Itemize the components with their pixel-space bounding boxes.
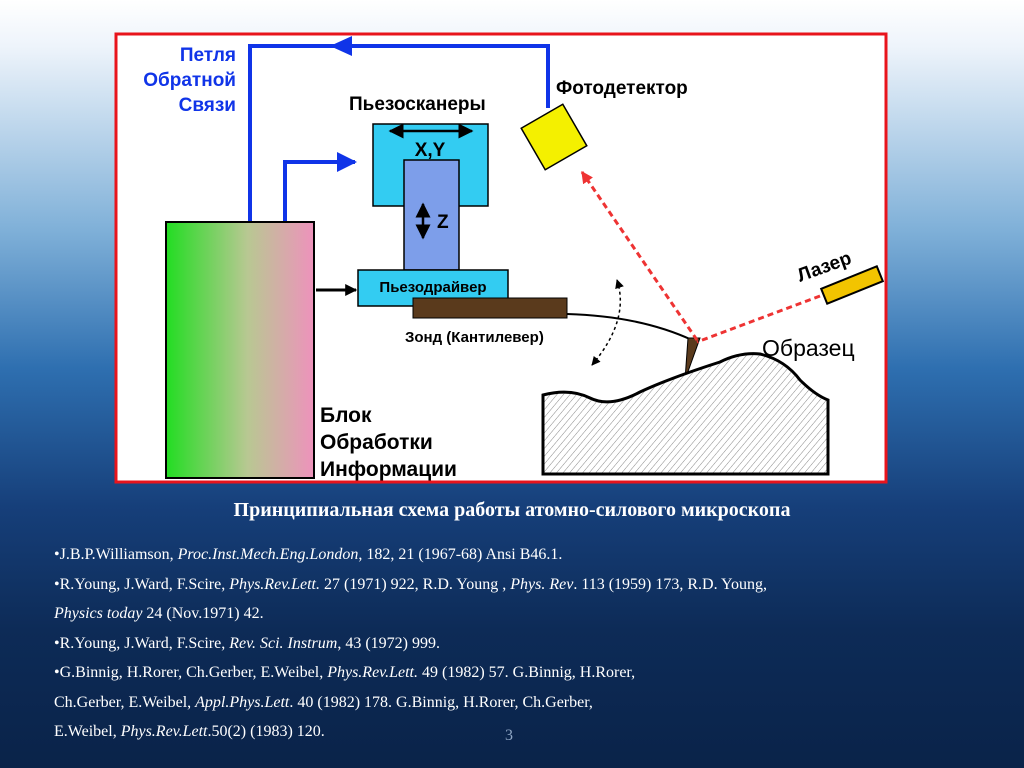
feedback-loop-outer-arrow	[248, 44, 550, 222]
reference-line: Ch.Gerber, E.Weibel, Appl.Phys.Lett. 40 …	[54, 688, 994, 718]
cantilever-beam	[566, 313, 693, 341]
reference-journal: Phys.Rev.Lett.	[327, 664, 418, 681]
bending-indicator	[591, 279, 624, 366]
reference-journal: Rev. Sci. Instrum	[229, 634, 338, 652]
reference-line: Physics today 24 (Nov.1971) 42.	[54, 599, 994, 629]
reference-journal: Physics today	[54, 605, 143, 622]
piezodriver-label: Пьезодрайвер	[379, 279, 486, 296]
reference-text: . 113 (1959) 173, R.D. Young,	[573, 575, 767, 593]
z-label: Z	[437, 212, 449, 233]
reference-text: .50(2) (1983) 120.	[207, 723, 325, 740]
feedback-loop-label-3: Связи	[179, 95, 236, 116]
processing-unit-label-1: Блок	[320, 404, 372, 427]
feedback-loop-label-1: Петля	[180, 45, 236, 66]
sample-label: Образец	[762, 335, 855, 361]
reference-journal: Proc.Inst.Mech.Eng.London	[177, 546, 359, 563]
feedback-loop-inner-arrow	[283, 152, 357, 222]
feedback-loop-outer-arrowhead	[330, 36, 352, 56]
reference-text: 27 (1971) 922, R.D. Young ,	[319, 575, 511, 593]
reference-line: •J.B.P.Williamson, Proc.Inst.Mech.Eng.Lo…	[54, 540, 994, 570]
reference-text: E.Weibel,	[54, 723, 121, 740]
laser-beam-reflected	[580, 171, 699, 341]
reference-journal: Phys.Rev.Lett	[120, 723, 208, 740]
reference-text: •R.Young, J.Ward, F.Scire,	[54, 575, 230, 593]
reference-journal: Appl.Phys.Lett	[195, 693, 290, 711]
photodetector-device	[520, 103, 588, 171]
reference-journal: Phys. Rev	[510, 575, 574, 593]
reference-text: 49 (1982) 57. G.Binnig, H.Rorer,	[417, 664, 636, 681]
probe-label: Зонд (Кантилевер)	[405, 329, 544, 346]
page-number: 3	[505, 727, 513, 744]
feedback-loop-label-2: Обратной	[143, 70, 236, 91]
processing-unit-label-3: Информации	[320, 458, 457, 481]
piezoscanner-z	[403, 159, 460, 271]
diagram-caption: Принципиальная схема работы атомно-силов…	[233, 499, 791, 521]
reference-text: , 182, 21 (1967-68) Ansi B46.1.	[358, 546, 563, 563]
reference-line: •R.Young, J.Ward, F.Scire, Rev. Sci. Ins…	[54, 629, 994, 659]
reference-text: , 43 (1972) 999.	[337, 634, 440, 652]
reference-line: •R.Young, J.Ward, F.Scire, Phys.Rev.Lett…	[54, 570, 994, 600]
xy-label: X,Y	[415, 140, 446, 161]
laser-beam-incident	[696, 294, 821, 344]
photodetector-label: Фотодетектор	[556, 78, 688, 99]
reference-text: •R.Young, J.Ward, F.Scire,	[54, 634, 230, 652]
reference-line: E.Weibel, Phys.Rev.Lett.50(2) (1983) 120…	[54, 717, 994, 747]
processing-unit-label-2: Обработки	[320, 431, 433, 454]
sample-block	[541, 352, 830, 476]
reference-journal: Phys.Rev.Lett.	[229, 575, 320, 593]
cantilever-body	[412, 297, 568, 319]
piezoscanners-label: Пьезосканеры	[349, 94, 486, 115]
reference-text: •J.B.P.Williamson,	[54, 546, 178, 563]
reference-text: 24 (Nov.1971) 42.	[142, 605, 264, 622]
reference-text: . 40 (1982) 178. G.Binnig, H.Rorer, Ch.G…	[289, 693, 593, 711]
references-list: •J.B.P.Williamson, Proc.Inst.Mech.Eng.Lo…	[54, 540, 994, 747]
reference-text: Ch.Gerber, E.Weibel,	[54, 693, 196, 711]
afm-diagram: Петля Обратной Связи Пьезосканеры X,Y Z …	[114, 32, 888, 484]
reference-line: •G.Binnig, H.Rorer, Ch.Gerber, E.Weibel,…	[54, 658, 994, 688]
laser-device	[819, 265, 885, 305]
reference-text: •G.Binnig, H.Rorer, Ch.Gerber, E.Weibel,	[54, 664, 328, 681]
processing-unit-block	[165, 221, 315, 479]
